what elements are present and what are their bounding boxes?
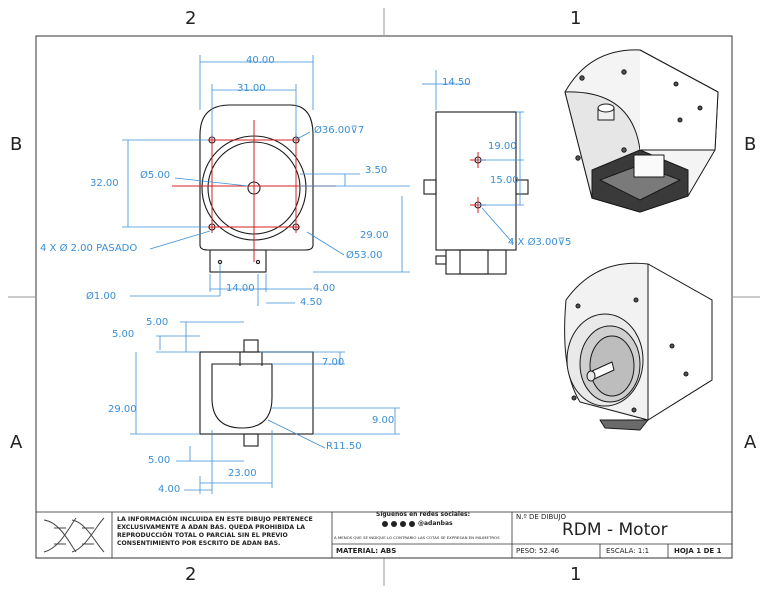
dim-base-width: 14.00 <box>226 283 255 294</box>
dim-height2: 29.00 <box>360 230 389 241</box>
dim-bottom-d7: 23.00 <box>228 468 257 479</box>
side-view <box>423 111 529 275</box>
dna-logo <box>43 517 105 553</box>
dim-center-hole: Ø5.00 <box>140 170 171 181</box>
isometric-view-bottom <box>564 262 713 431</box>
dim-offset: 3.50 <box>365 165 388 176</box>
dim-bottom-d1: 5.00 <box>146 317 169 328</box>
dim-hole-spacing: 31.00 <box>237 83 266 94</box>
side-view-dimensions <box>422 70 524 243</box>
notice-line-1: LA INFORMACIÓN INCLUIDA EN ESTE DIBUJO P… <box>117 516 313 523</box>
zone-label-top-2: 2 <box>185 8 197 29</box>
dim-bottom-radius: R11.50 <box>326 441 362 452</box>
drawing-no-label: N.º DE DIBUJO <box>516 513 566 521</box>
zone-label-top-1: 1 <box>570 8 582 29</box>
zone-label-left-a: A <box>10 432 23 453</box>
zone-label-bottom-2: 2 <box>185 564 197 585</box>
dim-side-width: 14.50 <box>442 77 471 88</box>
zone-label-right-a: A <box>744 432 757 453</box>
zone-label-left-b: B <box>10 134 23 155</box>
dim-bottom-d6: 5.00 <box>148 455 171 466</box>
dim-base-offset2: 4.50 <box>300 297 323 308</box>
front-view-dimensions <box>122 55 410 306</box>
dim-bottom-d4: 29.00 <box>108 404 137 415</box>
dim-outer-dia: Ø53.00 <box>346 250 383 261</box>
dim-small-dia: Ø1.00 <box>86 291 117 302</box>
isometric-view-top <box>564 49 719 213</box>
dim-side-holes: 4 X Ø3.00⊽5 <box>508 237 572 248</box>
scale: ESCALA: 1:1 <box>606 547 650 555</box>
dim-bottom-d5: 9.00 <box>372 415 395 426</box>
dim-base-offset: 4.00 <box>313 283 336 294</box>
weight: PESO: 52.46 <box>516 547 560 555</box>
drawing-title: RDM - Motor <box>562 520 668 540</box>
material: MATERIAL: ABS <box>336 547 397 555</box>
dim-side-hole-y1: 19.00 <box>488 141 517 152</box>
dim-counterbore: Ø36.00⊽7 <box>314 125 365 136</box>
bottom-view <box>199 339 314 447</box>
social-handle: @adanbas <box>418 520 453 527</box>
sheet-number: HOJA 1 DE 1 <box>674 547 722 555</box>
dim-bottom-d3: 7.00 <box>322 357 345 368</box>
dim-bottom-d2: 5.00 <box>112 329 135 340</box>
social-icons <box>382 521 415 527</box>
dim-height: 32.00 <box>90 178 119 189</box>
notice-line-3: REPRODUCCIÓN TOTAL O PARCIAL SIN EL PREV… <box>117 532 288 539</box>
dim-width: 40.00 <box>246 55 275 66</box>
front-view-centerlines <box>172 120 336 262</box>
dim-side-hole-y2: 15.00 <box>490 175 519 186</box>
dim-through-holes: 4 X Ø 2.00 PASADO <box>40 243 138 254</box>
units-note: A MENOS QUE SE INDIQUE LO CONTRARIO LAS … <box>334 535 500 540</box>
bottom-view-dimensions <box>130 321 400 494</box>
zone-label-right-b: B <box>744 134 757 155</box>
notice-line-4: CONSENTIMIENTO POR ESCRITO DE ADAN BAS. <box>117 540 281 547</box>
dim-bottom-d8: 4.00 <box>158 484 181 495</box>
title-block <box>35 511 733 559</box>
notice-line-2: EXCLUSIVAMENTE A ADAN BAS. QUEDA PROHIBI… <box>117 524 306 531</box>
social-title: Síguenos en redes sociales: <box>376 511 471 518</box>
zone-label-bottom-1: 1 <box>570 564 582 585</box>
